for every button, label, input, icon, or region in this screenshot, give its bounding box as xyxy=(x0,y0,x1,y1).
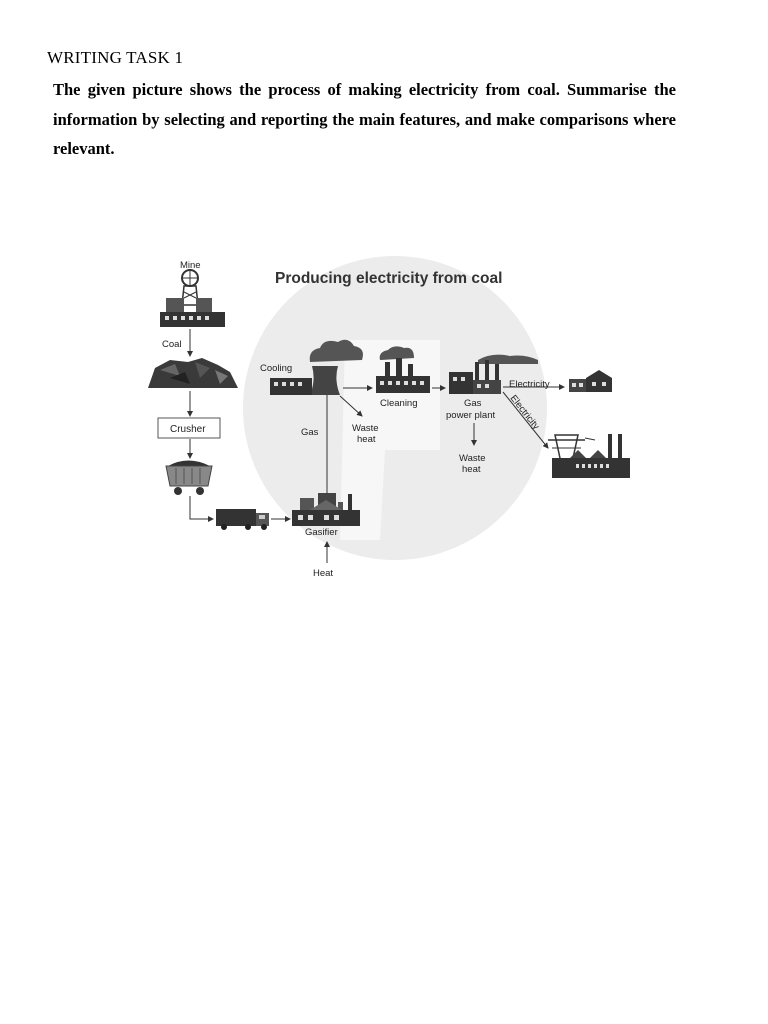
label-cleaning: Cleaning xyxy=(380,398,418,409)
arrow-cooling-waste xyxy=(339,395,363,417)
arrow-plant-industry xyxy=(502,391,549,449)
label-gas-plant-b: power plant xyxy=(446,410,495,421)
coal-pile-icon xyxy=(148,358,238,388)
label-mine: Mine xyxy=(180,260,201,271)
label-gas: Gas xyxy=(301,427,319,438)
arrow-cart-truck xyxy=(189,496,214,522)
process-diagram-svg: Producing electricity from coal Mine Coa… xyxy=(148,256,630,579)
gas-power-plant-icon xyxy=(449,354,538,394)
label-cooling: Cooling xyxy=(260,363,292,374)
task-prompt: The given picture shows the process of m… xyxy=(53,80,676,158)
label-waste-heat-1b: heat xyxy=(357,434,376,445)
cleaning-factory-icon xyxy=(376,346,430,393)
process-diagram: Producing electricity from coal Mine Coa… xyxy=(140,250,640,585)
cooling-tower-icon xyxy=(270,339,363,395)
label-coal: Coal xyxy=(162,339,182,350)
label-heat: Heat xyxy=(313,568,333,579)
label-waste-heat-2a: Waste xyxy=(459,453,486,464)
crusher-box xyxy=(157,417,221,439)
gasifier-icon xyxy=(292,493,360,526)
truck-icon xyxy=(216,509,269,530)
label-electricity-1: Electricity xyxy=(509,379,550,390)
label-crusher: Crusher xyxy=(170,424,206,435)
house-icon xyxy=(569,370,612,392)
label-waste-heat-2b: heat xyxy=(462,464,481,475)
task-heading: WRITING TASK 1 xyxy=(47,48,184,67)
label-waste-heat-1a: Waste xyxy=(352,423,379,434)
label-gasifier: Gasifier xyxy=(305,527,338,538)
coal-cart-icon xyxy=(165,460,213,495)
diagram-title: Producing electricity from coal xyxy=(275,270,502,287)
label-gas-plant-a: Gas xyxy=(464,398,482,409)
pylon-factory-icon xyxy=(548,434,630,478)
mine-icon xyxy=(160,269,225,327)
